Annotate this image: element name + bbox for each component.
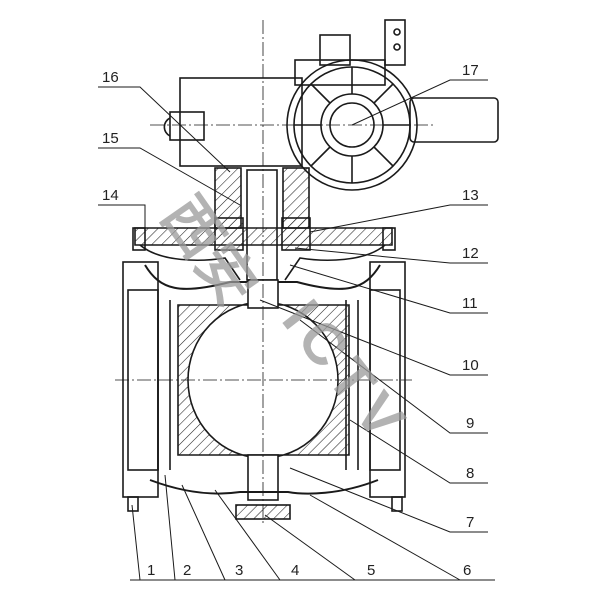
- callout-17: 17: [462, 62, 479, 79]
- callout-5: 5: [367, 562, 375, 579]
- callout-7: 7: [466, 514, 474, 531]
- gearbox-housing: [179, 77, 303, 167]
- callout-15: 15: [102, 130, 119, 147]
- callout-3: 3: [235, 562, 243, 579]
- callout-12: 12: [462, 245, 479, 262]
- callout-6: 6: [463, 562, 471, 579]
- leader-lines: [98, 79, 495, 581]
- callout-2: 2: [183, 562, 191, 579]
- callout-13: 13: [462, 187, 479, 204]
- callout-14: 14: [102, 187, 119, 204]
- callout-11: 11: [462, 295, 478, 312]
- callout-1: 1: [147, 562, 155, 579]
- callout-16: 16: [102, 69, 119, 86]
- callout-10: 10: [462, 357, 479, 374]
- callout-9: 9: [466, 415, 474, 432]
- callout-4: 4: [291, 562, 299, 579]
- callout-8: 8: [466, 465, 474, 482]
